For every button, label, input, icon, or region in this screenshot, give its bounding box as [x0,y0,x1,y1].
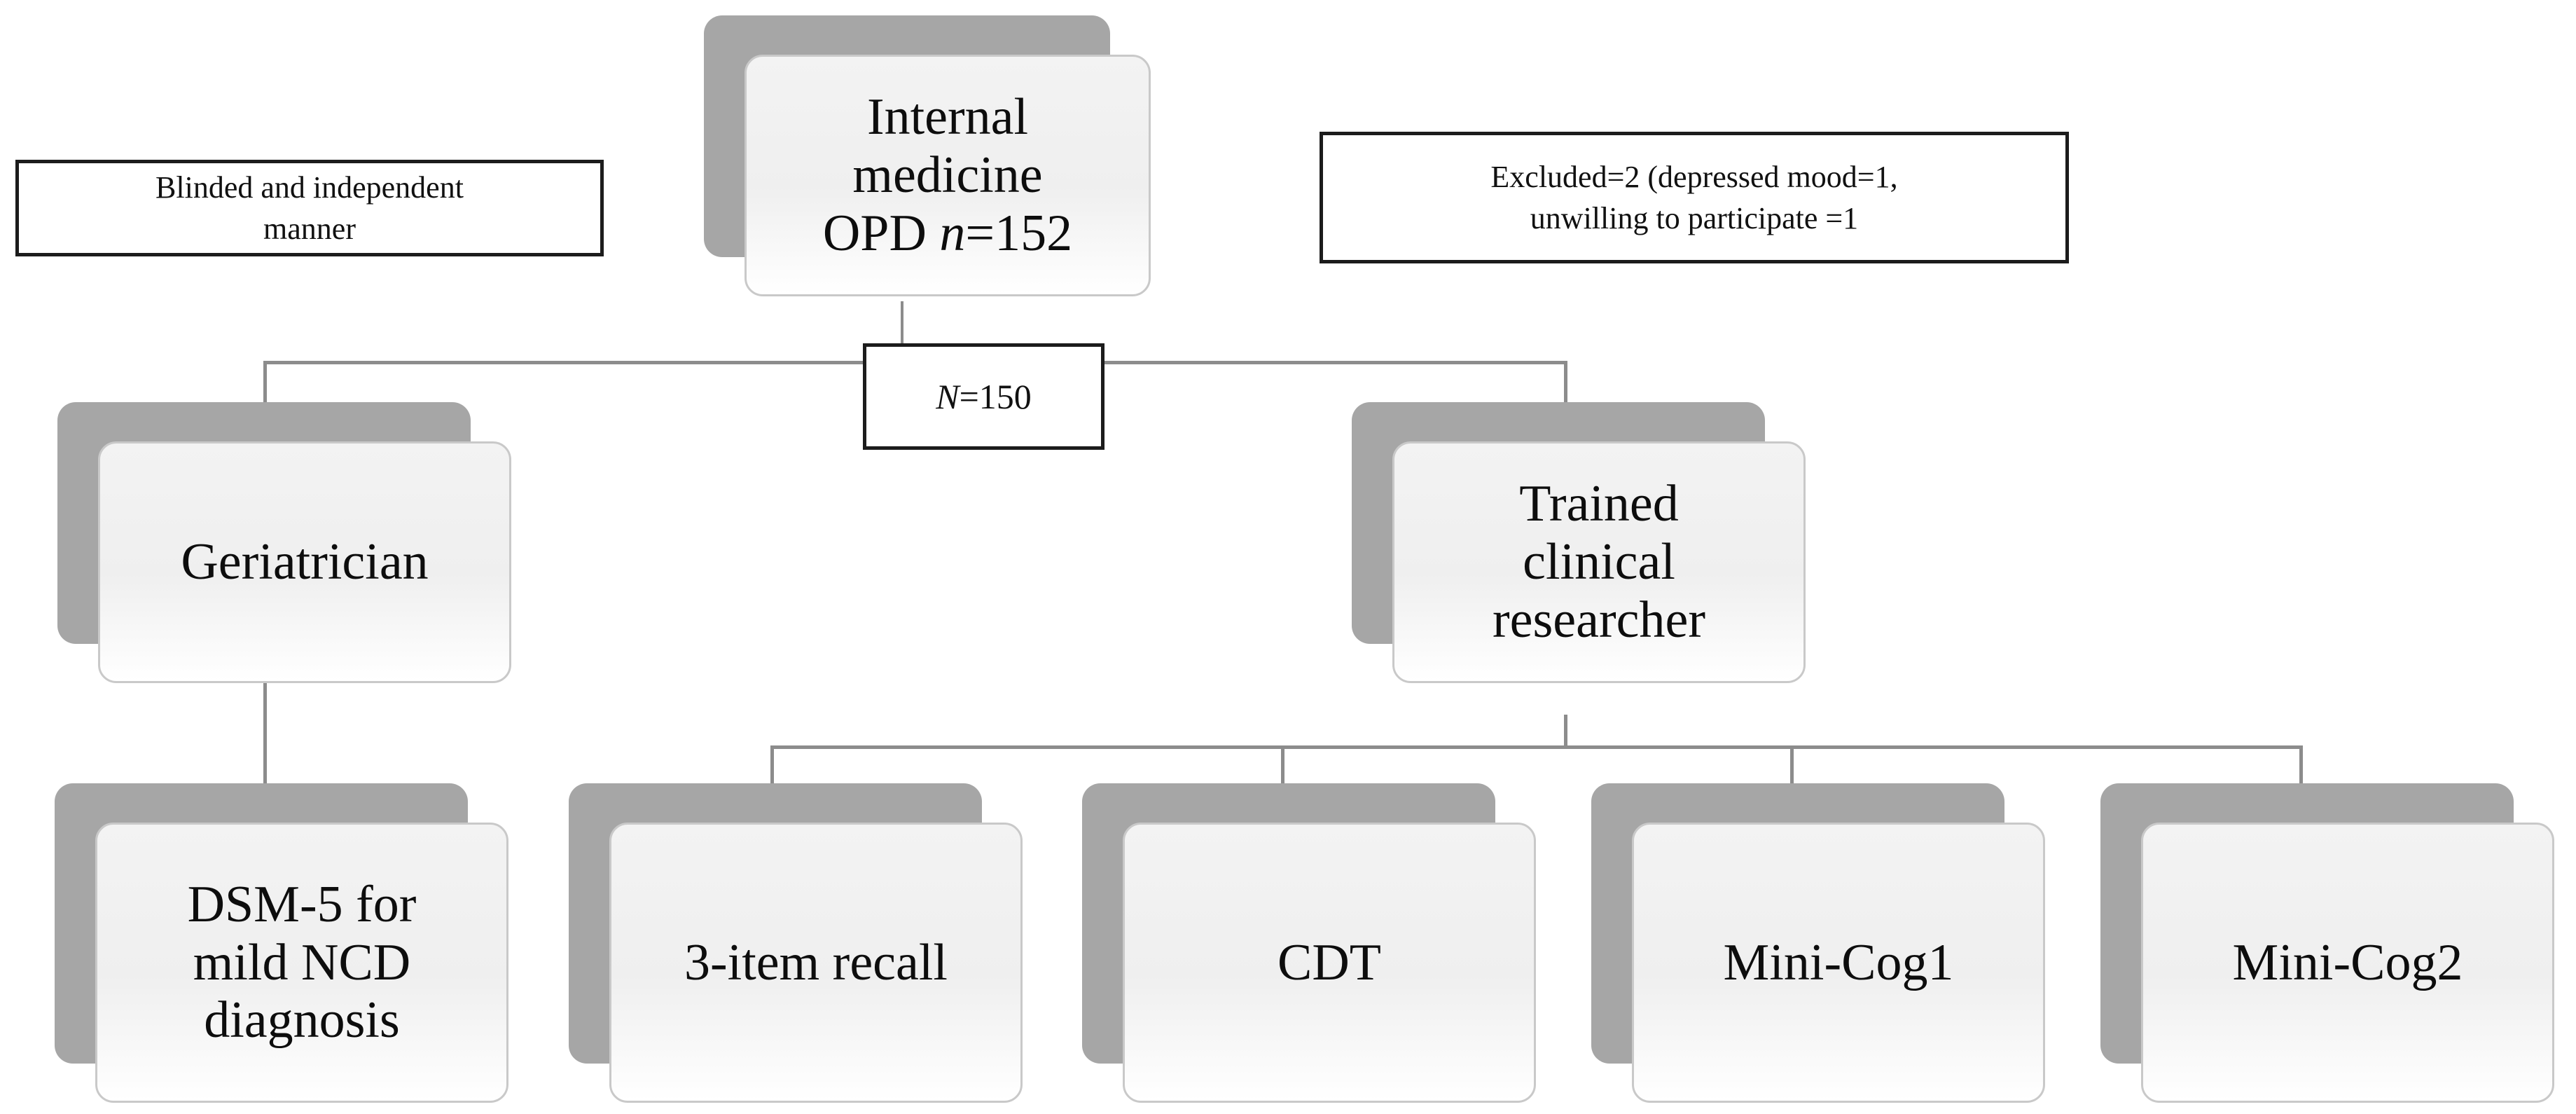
node-researcher-label: Trained clinical researcher [1493,475,1705,649]
connector-source-to-enrolled [901,301,903,366]
node-trained-clinical-researcher[interactable]: Trained clinical researcher [1352,402,1806,683]
note-blinding-text: Blinded and independent manner [155,170,464,246]
connector-to-geriatrician [263,361,267,404]
connector-to-researcher [1564,361,1567,404]
node-cdt[interactable]: CDT [1082,783,1536,1103]
node-mini-cog-2[interactable]: Mini-Cog2 [2100,783,2554,1103]
connector-to-minicog2 [2299,745,2303,783]
node-face-plate: Geriatrician [98,441,511,683]
note-excluded-text: Excluded=2 (depressed mood=1, unwilling … [1490,159,1898,235]
node-face-plate: Mini-Cog1 [1632,823,2045,1103]
node-face-plate: Mini-Cog2 [2141,823,2554,1103]
connector-to-cdt [1281,745,1284,783]
node-minicog1-label: Mini-Cog1 [1723,933,1954,991]
node-geriatrician-label: Geriatrician [181,533,429,591]
connector-split-bar-bottom [770,745,2303,749]
node-face-plate: 3-item recall [609,823,1023,1103]
node-mini-cog-1[interactable]: Mini-Cog1 [1591,783,2045,1103]
node-face-plate: Internal medicine OPD n=152 [745,55,1151,296]
node-source-label: Internal medicine OPD n=152 [822,88,1073,262]
connector-to-recall [770,745,774,783]
note-excluded: Excluded=2 (depressed mood=1, unwilling … [1320,132,2069,263]
node-source-internal-medicine[interactable]: Internal medicine OPD n=152 [704,15,1151,296]
node-three-item-recall[interactable]: 3-item recall [569,783,1023,1103]
node-face-plate: Trained clinical researcher [1392,441,1806,683]
node-dsm5-label: DSM-5 for mild NCD diagnosis [187,875,417,1050]
node-dsm5[interactable]: DSM-5 for mild NCD diagnosis [55,783,508,1103]
count-box-enrolled-text: N=150 [936,377,1032,416]
node-geriatrician[interactable]: Geriatrician [57,402,511,683]
node-recall-label: 3-item recall [684,933,948,991]
node-cdt-label: CDT [1277,933,1381,991]
node-face-plate: CDT [1123,823,1536,1103]
node-face-plate: DSM-5 for mild NCD diagnosis [95,823,508,1103]
connector-geriatrician-to-dsm5 [263,673,267,783]
count-box-enrolled: N=150 [863,343,1105,450]
node-minicog2-label: Mini-Cog2 [2232,933,2463,991]
connector-researcher-to-split [1564,715,1567,748]
note-blinding: Blinded and independent manner [15,160,604,256]
connector-to-minicog1 [1790,745,1794,783]
